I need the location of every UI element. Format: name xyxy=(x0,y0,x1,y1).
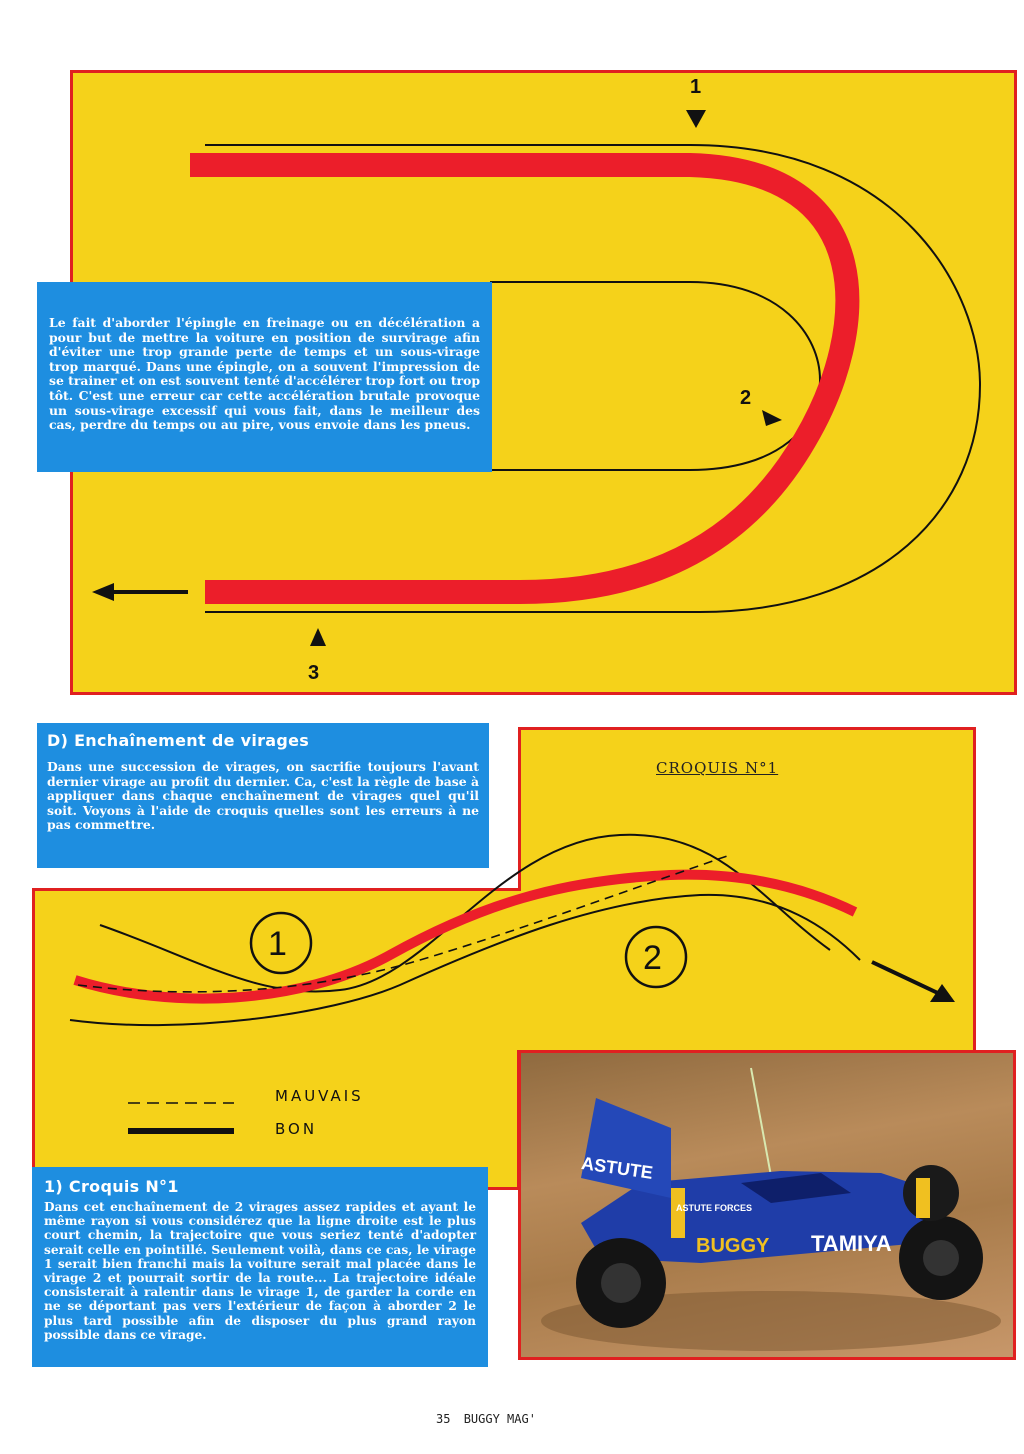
exit-arrow-head xyxy=(92,583,114,601)
croquis-circle-1 xyxy=(249,911,313,975)
croquis-good-line xyxy=(73,869,858,1004)
photo-side-text: ASTUTE FORCES xyxy=(676,1203,753,1213)
croquis-top-edge xyxy=(99,833,831,993)
section-1-heading: 1) Croquis N°1 xyxy=(44,1177,179,1196)
marker-1-arrow xyxy=(686,110,706,128)
croquis-circle-2-label: 2 xyxy=(643,939,662,977)
buggy-illustration xyxy=(541,1067,1001,1351)
hairpin-outer-line xyxy=(205,144,982,613)
croquis-panel-left xyxy=(32,1040,520,1190)
croquis-circle-1-label: 1 xyxy=(268,925,287,963)
marker-2-arrow xyxy=(762,410,782,426)
marker-1-label: 1 xyxy=(690,76,702,98)
section-1-paragraph: Dans cet enchaînement de 2 virages assez… xyxy=(44,1200,476,1342)
photo-brand-tamiya: TAMIYA xyxy=(811,1231,892,1256)
page-number: 35 xyxy=(436,1412,451,1426)
hairpin-racing-line xyxy=(190,153,860,604)
marker-2-label: 2 xyxy=(740,387,752,409)
croquis-circle-2 xyxy=(624,925,688,989)
croquis-title: CROQUIS N°1 xyxy=(656,759,779,777)
croquis-exit-arrow-head xyxy=(930,984,955,1002)
section-d-box: D) Enchaînement de virages Dans une succ… xyxy=(37,723,489,868)
marker-3-label: 3 xyxy=(308,662,320,684)
hairpin-text-box: Le fait d'aborder l'épingle en freinage … xyxy=(37,282,492,472)
section-1-box: 1) Croquis N°1 Dans cet enchaînement de … xyxy=(32,1167,488,1367)
legend-good-label: BON xyxy=(275,1120,318,1138)
marker-3-arrow xyxy=(310,628,326,646)
hairpin-paragraph: Le fait d'aborder l'épingle en freinage … xyxy=(49,315,480,433)
croquis-bad-line xyxy=(77,854,731,993)
legend-bad-label: MAUVAIS xyxy=(275,1087,364,1105)
section-d-paragraph: Dans une succession de virages, on sacri… xyxy=(47,759,479,833)
croquis-exit-arrow-line xyxy=(871,960,943,997)
croquis-bottom-edge xyxy=(69,893,861,1027)
buggy-photo: ASTUTE ASTUTE FORCES BUGGY TAMIYA xyxy=(518,1050,1016,1360)
section-d-heading: D) Enchaînement de virages xyxy=(47,731,310,750)
magazine-name: BUGGY MAG' xyxy=(463,1412,536,1426)
photo-brand-buggy: BUGGY xyxy=(696,1235,770,1257)
page-footer: 35 BUGGY MAG' xyxy=(436,1412,536,1426)
hairpin-inner-line xyxy=(490,281,822,471)
